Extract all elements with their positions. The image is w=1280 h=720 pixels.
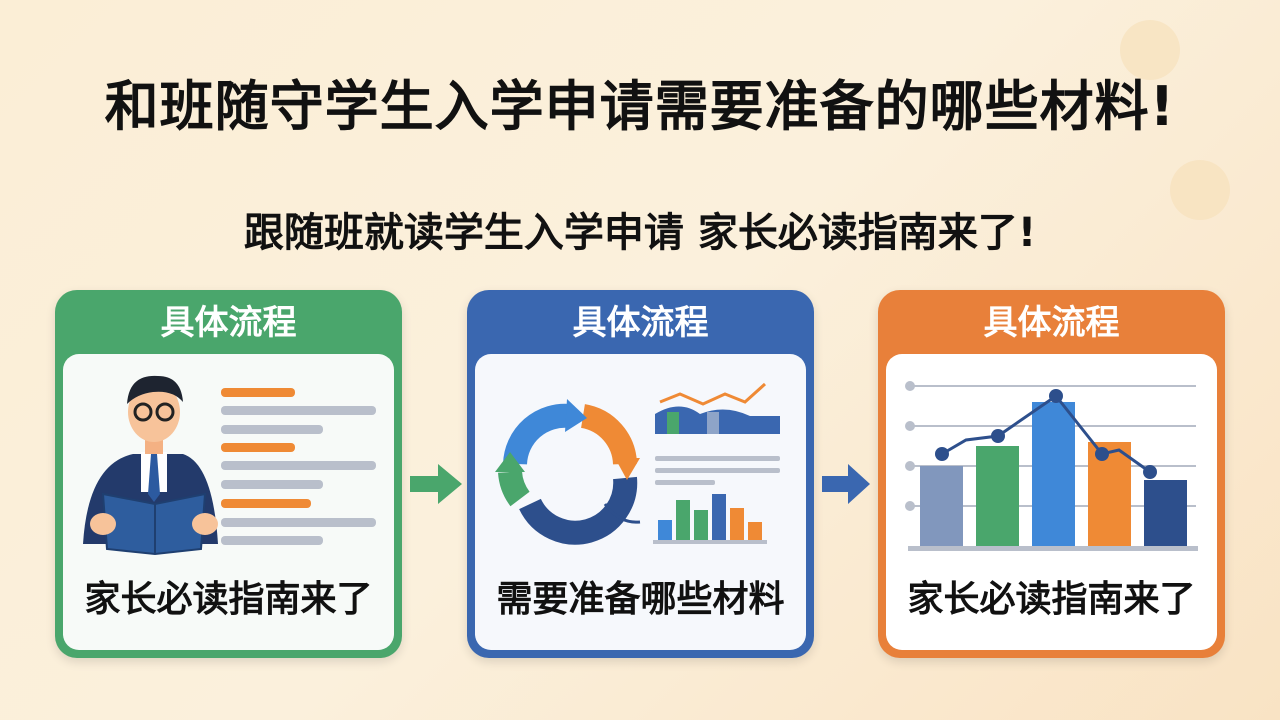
bar-chart-icon <box>905 381 1198 551</box>
card-caption: 家长必读指南来了 <box>907 579 1196 620</box>
card-header: 具体流程 <box>160 303 297 343</box>
card-header: 具体流程 <box>983 303 1120 343</box>
card-panel: 需要准备哪些材料 <box>475 354 806 650</box>
step-card-2: 具体流程 需要 <box>467 290 814 658</box>
reading-parent-icon <box>83 375 376 556</box>
card-caption: 需要准备哪些材料 <box>496 579 785 620</box>
text-lines <box>221 388 376 545</box>
card-header: 具体流程 <box>572 303 709 343</box>
page-title: 和班随守学生入学申请需要准备的哪些材料! <box>104 75 1176 138</box>
cycle-chart-icon <box>495 382 780 545</box>
card-panel: 家长必读指南来了 <box>886 354 1217 650</box>
step-card-1: 具体流程 <box>55 290 402 658</box>
arrow-right-icon <box>822 464 870 504</box>
step-card-3: 具体流程 家长必读指南来了 <box>878 290 1225 658</box>
card-caption: 家长必读指南来了 <box>84 579 373 620</box>
decorative-circle <box>1120 20 1180 80</box>
page-subtitle: 跟随班就读学生入学申请 家长必读指南来了! <box>243 210 1037 256</box>
arrow-right-icon <box>410 464 462 504</box>
card-panel: 家长必读指南来了 <box>63 354 394 650</box>
decorative-circle <box>1170 160 1230 220</box>
